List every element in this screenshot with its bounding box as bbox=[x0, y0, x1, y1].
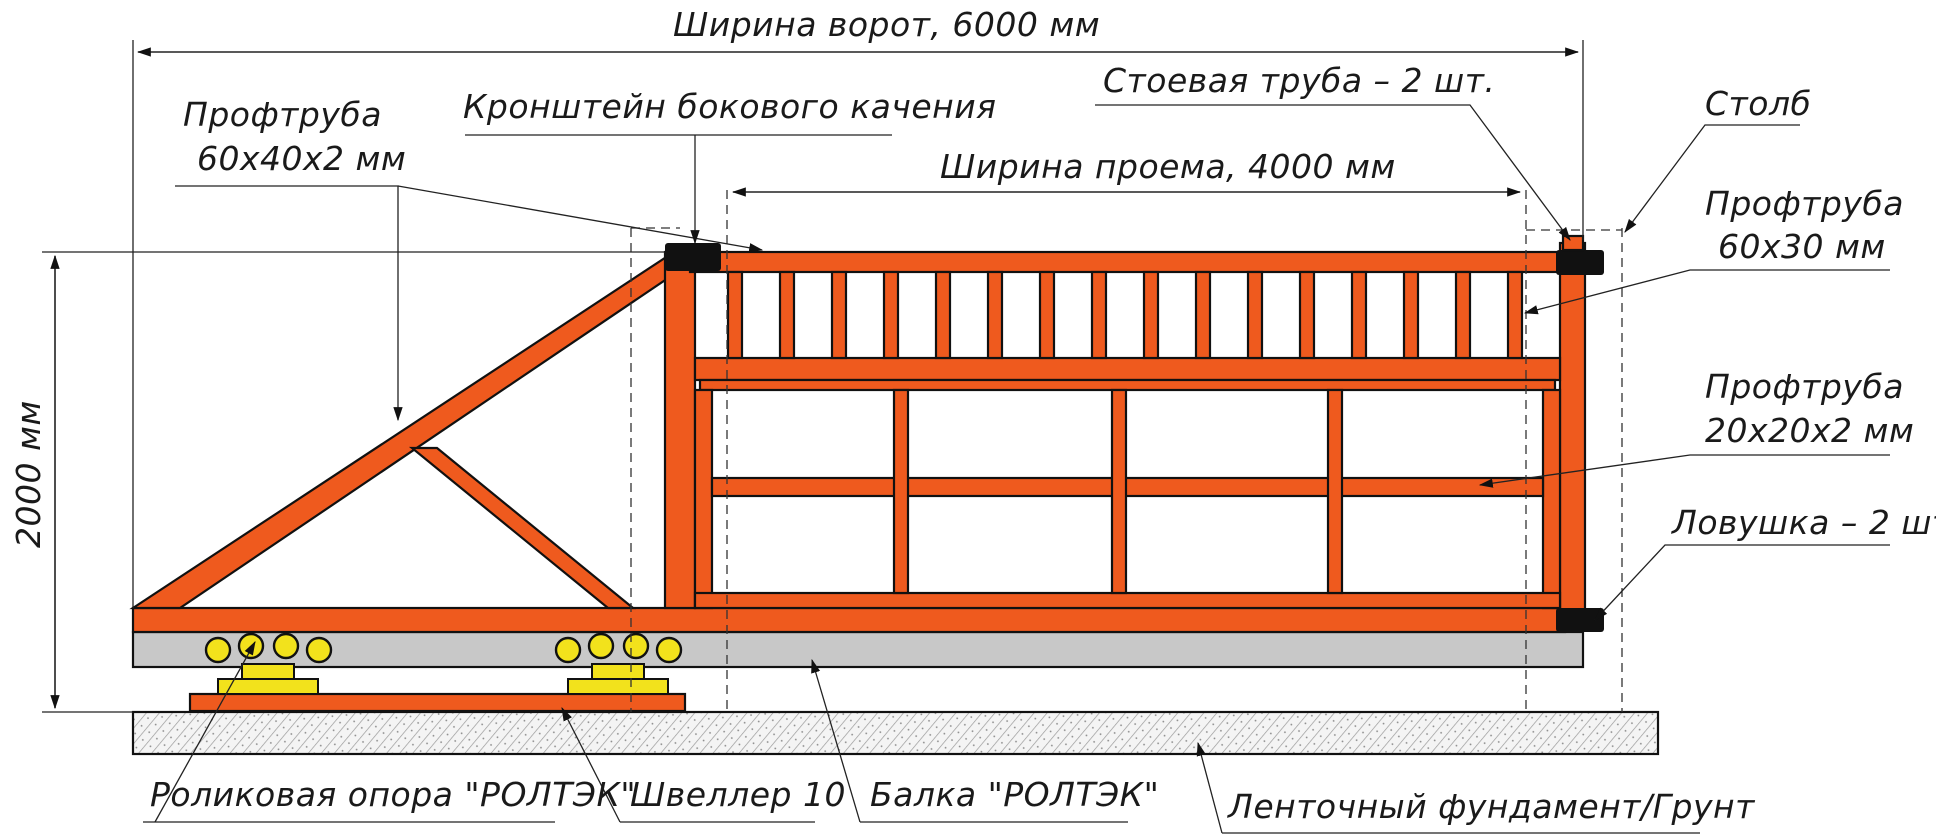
picket bbox=[934, 270, 952, 360]
top-trap bbox=[1556, 250, 1604, 275]
prof-60x40-label-2: 60х40х2 мм bbox=[197, 139, 406, 178]
picket bbox=[1142, 270, 1160, 360]
bracket-label: Кронштейн бокового качения bbox=[463, 87, 997, 126]
picket bbox=[830, 270, 848, 360]
post-pipe-cap bbox=[1561, 234, 1585, 252]
picket bbox=[1298, 270, 1316, 360]
diagonal-brace bbox=[129, 245, 682, 610]
pillar-label: Столб bbox=[1705, 84, 1811, 123]
picket bbox=[1350, 270, 1368, 360]
picket bbox=[1402, 270, 1420, 360]
side-roll-bracket bbox=[665, 243, 721, 271]
picket bbox=[1194, 270, 1212, 360]
picket bbox=[1454, 270, 1472, 360]
mid-post-1 bbox=[892, 388, 910, 595]
prof-60x30-label-1: Профтруба bbox=[1705, 184, 1904, 223]
roller-support-label: Роликовая опора "РОЛТЭК" bbox=[150, 775, 636, 814]
lower-rail bbox=[693, 591, 1562, 610]
picket bbox=[986, 270, 1004, 360]
upper-rail-lower bbox=[698, 378, 1557, 392]
middle-rail bbox=[710, 476, 1545, 498]
trap-label: Ловушка – 2 шт. bbox=[1671, 503, 1936, 542]
mid-post-3 bbox=[1326, 388, 1344, 595]
foundation-label: Ленточный фундамент/Грунт bbox=[1227, 787, 1756, 826]
frame-left-post bbox=[663, 250, 697, 610]
mid-post-2 bbox=[1110, 388, 1128, 595]
post-pipe-label: Стоевая труба – 2 шт. bbox=[1103, 61, 1495, 100]
subframe-right bbox=[1541, 388, 1562, 610]
pickets bbox=[726, 270, 1524, 360]
picket bbox=[1246, 270, 1264, 360]
inner-brace bbox=[408, 446, 637, 610]
channel-label: Швеллер 10 bbox=[630, 775, 846, 814]
prof-60x30-label-2: 60х30 мм bbox=[1718, 227, 1886, 266]
picket bbox=[778, 270, 796, 360]
picket bbox=[882, 270, 900, 360]
top-rail bbox=[688, 250, 1562, 274]
prof-20x20-label-2: 20х20х2 мм bbox=[1705, 411, 1914, 450]
bottom-trap bbox=[1556, 608, 1604, 632]
beam-label: Балка "РОЛТЭК" bbox=[870, 775, 1159, 814]
prof-60x40-label-1: Профтруба bbox=[183, 95, 382, 134]
upper-rail bbox=[693, 356, 1562, 382]
subframe-left bbox=[693, 388, 714, 610]
opening-width-label: Ширина проема, 4000 мм bbox=[940, 147, 1396, 186]
picket bbox=[1506, 270, 1524, 360]
picket bbox=[726, 270, 744, 360]
bottom-rail bbox=[131, 606, 1567, 634]
channel-plate bbox=[188, 692, 687, 713]
picket bbox=[1090, 270, 1108, 360]
roltek-beam bbox=[131, 630, 1585, 669]
prof-20x20-label-1: Профтруба bbox=[1705, 367, 1904, 406]
frame-right-post bbox=[1558, 241, 1587, 620]
gate-width-label: Ширина ворот, 6000 мм bbox=[673, 5, 1100, 44]
strip-foundation bbox=[131, 710, 1660, 756]
picket bbox=[1038, 270, 1056, 360]
height-label: 2000 мм bbox=[9, 400, 48, 548]
